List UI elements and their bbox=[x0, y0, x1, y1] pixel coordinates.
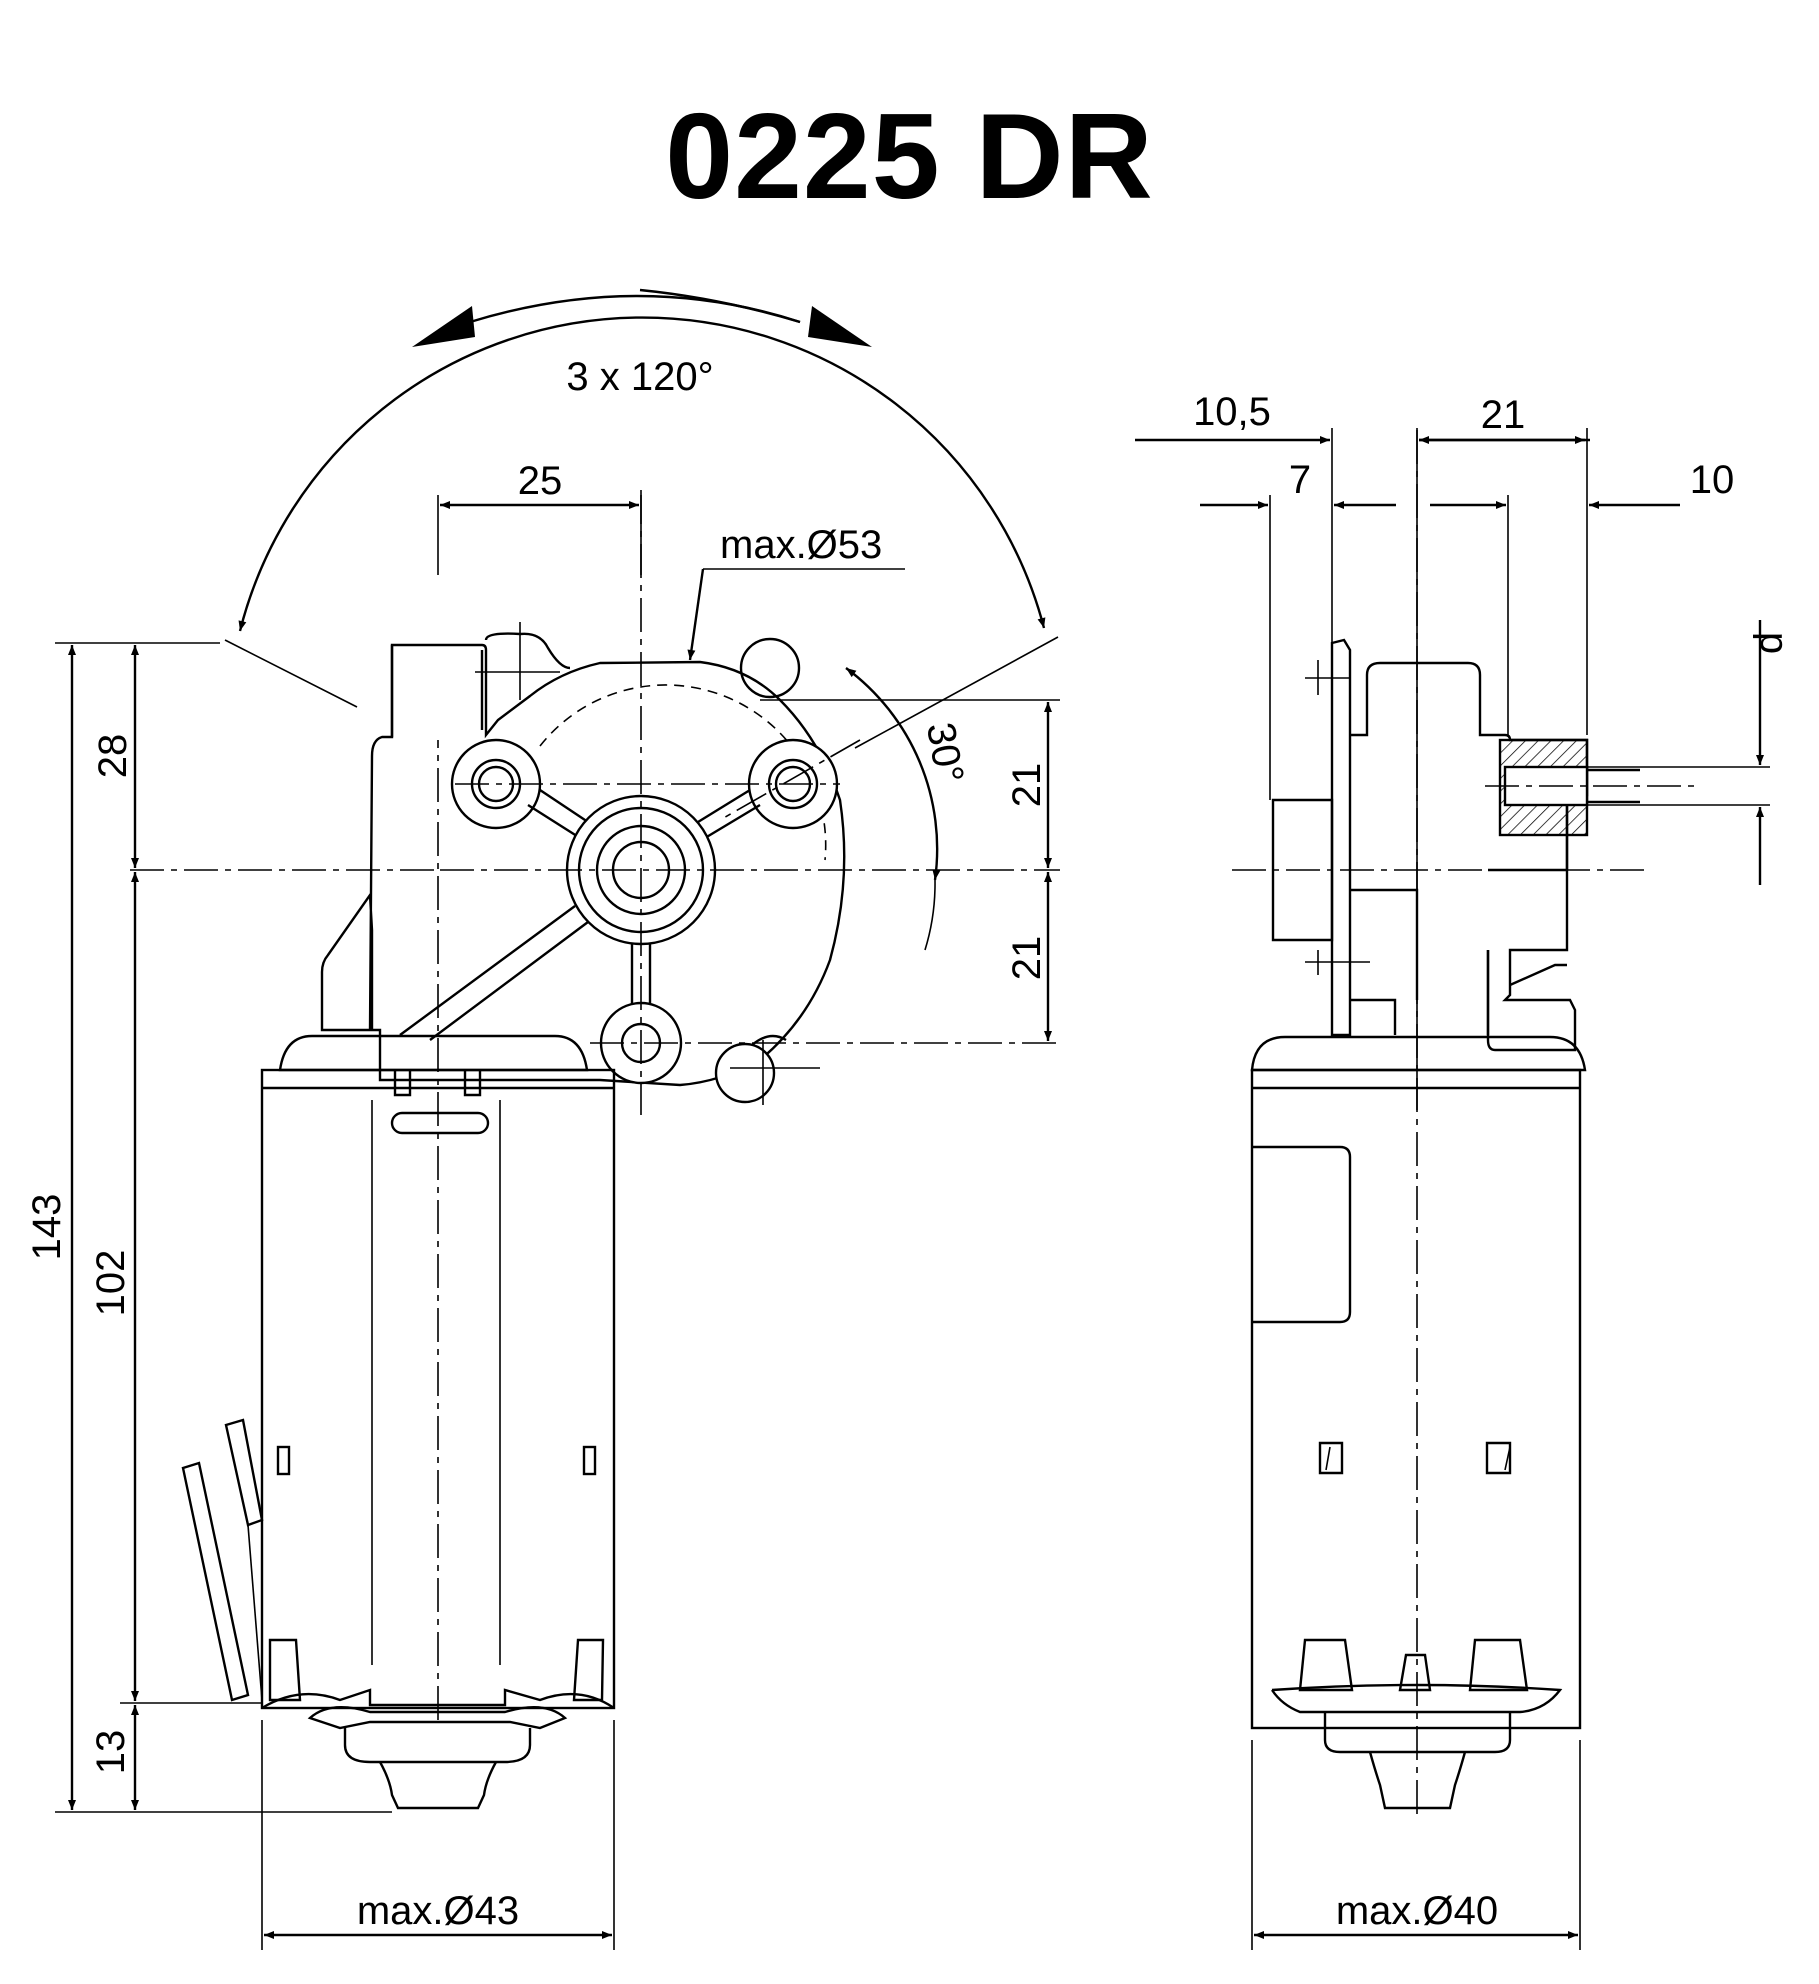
offset-25-label: 25 bbox=[518, 459, 563, 503]
side-motor-body bbox=[1250, 1068, 1582, 1730]
lower-spacing-21-label: 21 bbox=[1005, 936, 1049, 981]
shaft-length-10-label: 10 bbox=[1690, 458, 1735, 502]
upper-spacing-21-label: 21 bbox=[1005, 763, 1049, 808]
flange-gap-label: 7 bbox=[1289, 458, 1311, 502]
front-view: 3 x 120° 25 max.Ø53 30° 21 21 28 143 102… bbox=[25, 288, 1060, 1950]
rotation-angle-arc bbox=[238, 316, 1046, 632]
total-length-143-label: 143 bbox=[25, 1194, 69, 1261]
gearbox-side bbox=[1350, 661, 1589, 1052]
side-view: 10,5 7 21 10 d max.Ø40 bbox=[1135, 390, 1791, 1950]
rotation-arrow bbox=[412, 288, 872, 347]
motor-length-102-label: 102 bbox=[89, 1250, 133, 1317]
rotation-angle-label: 3 x 120° bbox=[566, 355, 713, 399]
gear-height-28-label: 28 bbox=[91, 734, 135, 779]
flange-offset-label: 10,5 bbox=[1193, 390, 1271, 434]
gearbox-housing bbox=[320, 643, 846, 1087]
shaft-position-21-label: 21 bbox=[1481, 393, 1526, 437]
shaft-diameter-label: d bbox=[1747, 632, 1791, 654]
drawing-title: 0225 DR bbox=[665, 88, 1154, 224]
motor-flange bbox=[278, 1034, 589, 1072]
side-motor-diameter-label: max.Ø40 bbox=[1336, 1889, 1498, 1933]
end-length-13-label: 13 bbox=[89, 1730, 133, 1775]
angle-30-label: 30° bbox=[918, 719, 972, 786]
motor-diameter-43-label: max.Ø43 bbox=[357, 1889, 519, 1933]
flange-diameter-label: max.Ø53 bbox=[720, 523, 882, 567]
